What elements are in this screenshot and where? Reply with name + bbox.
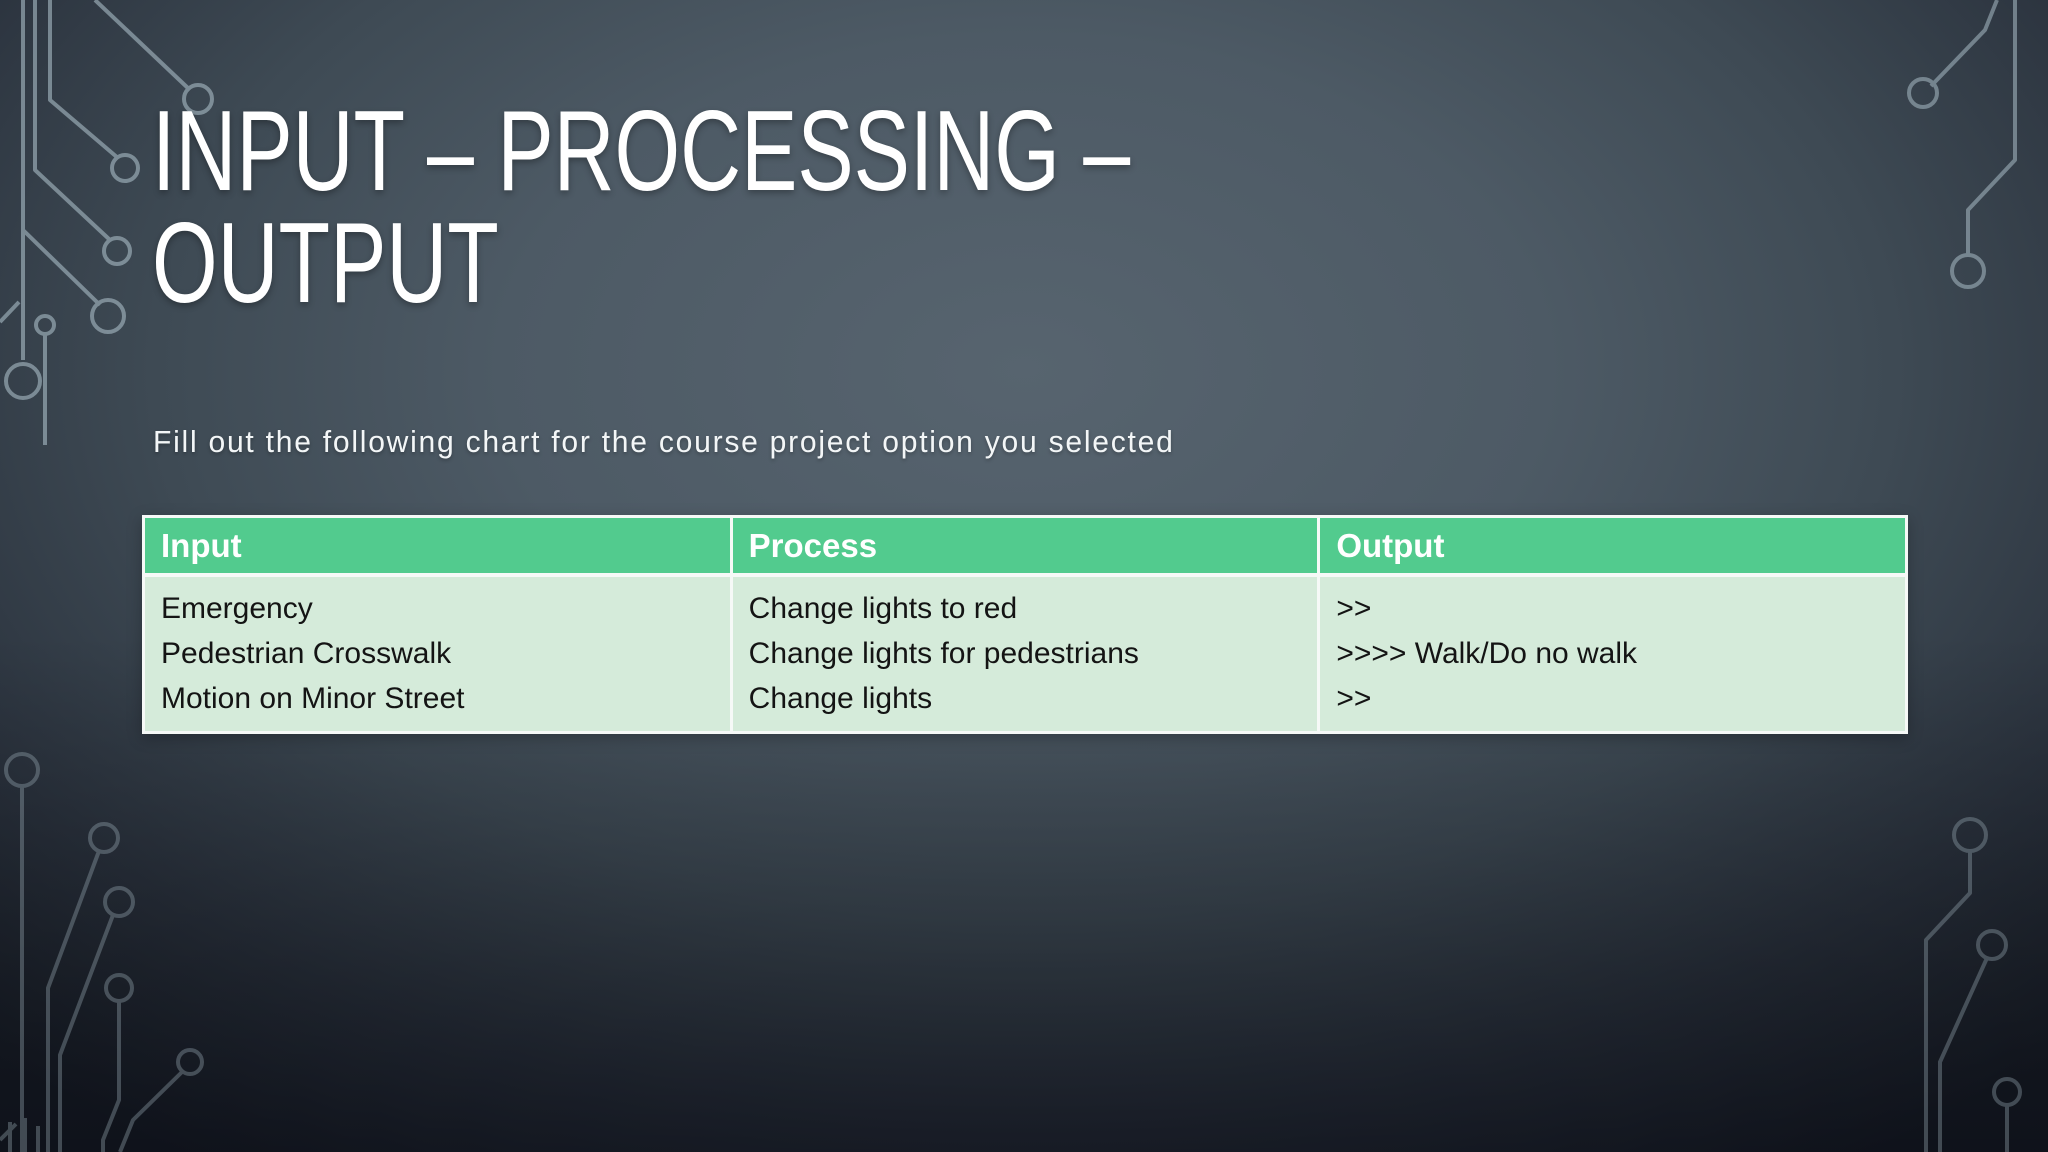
table-cell-process-column: Change lights to red Change lights for p… [732, 577, 1318, 731]
table-cell-line: >> [1336, 682, 1372, 715]
page-title: INPUT – PROCESSING – OUTPUT [152, 88, 1131, 327]
io-table: Input Process Output Emergency Pedestria… [142, 515, 1908, 734]
circuit-trace-bottom-left [0, 752, 204, 1152]
column-header-input: Input [145, 518, 730, 573]
circuit-trace-bottom-right [1924, 817, 2022, 1152]
table-cell-line: Change lights to red [748, 592, 1018, 625]
table-cell-line: Motion on Minor Street [161, 682, 465, 715]
table-cell-line: >>>> Walk/Do no walk [1336, 637, 1638, 670]
column-header-output: Output [1320, 518, 1905, 573]
table-cell-line: Emergency [161, 592, 313, 625]
circuit-trace-top-right [1907, 0, 2017, 289]
table-cell-line: Change lights [748, 682, 933, 715]
title-line-1: INPUT – PROCESSING – [152, 88, 1131, 215]
subtitle-text: Fill out the following chart for the cou… [153, 424, 1175, 459]
table-cell-input-column: Emergency Pedestrian Crosswalk Motion on… [145, 577, 730, 731]
title-line-2: OUTPUT [152, 200, 499, 327]
table-cell-line: Pedestrian Crosswalk [161, 637, 452, 670]
column-header-process: Process [732, 518, 1318, 573]
table-cell-output-column: >> >>>> Walk/Do no walk >> [1320, 577, 1905, 731]
table-cell-line: Change lights for pedestrians [748, 637, 1139, 670]
table-cell-line: >> [1336, 592, 1372, 625]
